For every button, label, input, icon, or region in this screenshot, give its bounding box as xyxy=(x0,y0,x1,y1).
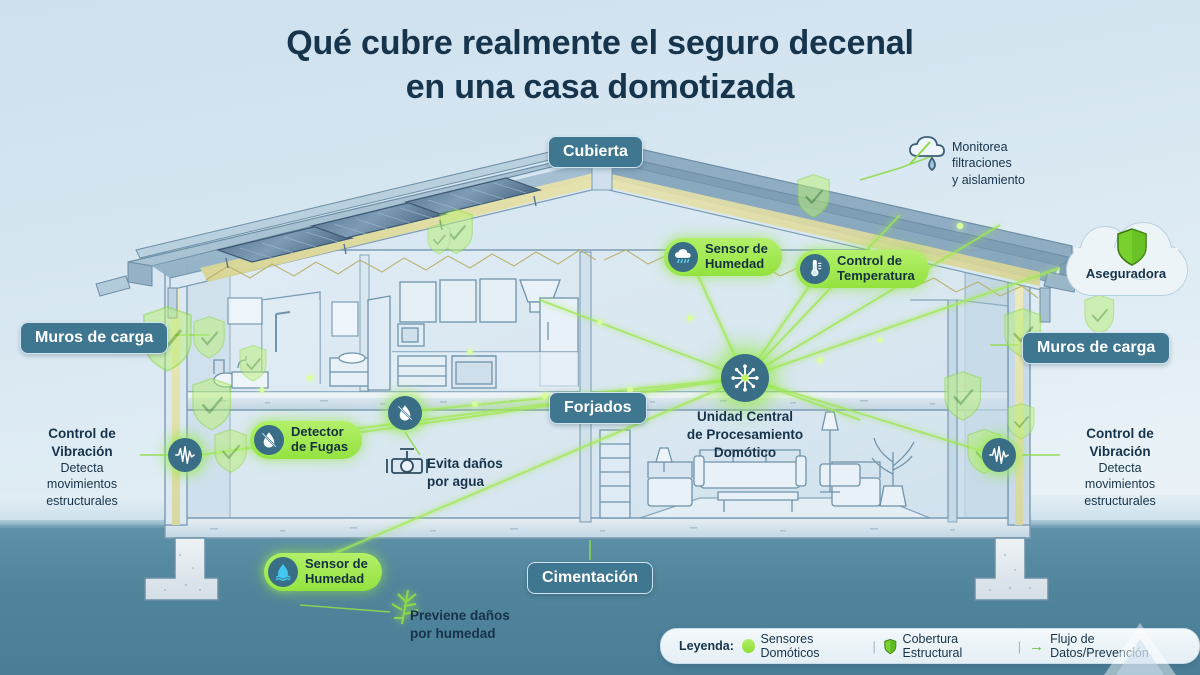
badge-cubierta[interactable]: Cubierta xyxy=(548,136,643,168)
sensor-pill-label: Control de Temperatura xyxy=(837,253,915,283)
badge-forjados[interactable]: Forjados xyxy=(549,392,647,424)
sensor-pill-detector-fugas[interactable]: Detector de Fugas xyxy=(250,421,363,459)
title-line-2: en una casa domotizada xyxy=(405,67,795,106)
legend-item-flujo: → Flujo de Datos/Prevención xyxy=(1029,632,1181,660)
roots-icon xyxy=(391,589,419,625)
shield-icon xyxy=(1007,402,1035,440)
beam-nodes xyxy=(259,222,964,427)
shield-icon xyxy=(427,223,451,255)
annotation-water-valve: Evita daños por agua xyxy=(427,456,503,489)
legend-item-label: Sensores Domóticos xyxy=(760,632,820,660)
legend-title: Leyenda: xyxy=(679,639,734,653)
green-dot-icon xyxy=(741,639,755,653)
legend-separator: | xyxy=(1017,638,1022,654)
badge-muros-carga-left[interactable]: Muros de carga xyxy=(20,322,169,354)
shield-icon xyxy=(1084,294,1115,335)
legend-item-cobertura: Cobertura Estructural xyxy=(884,632,1010,660)
legend-bar: Leyenda: Sensores Domóticos | Cobertura … xyxy=(660,628,1200,664)
leak-node-icon[interactable] xyxy=(388,396,422,430)
cloud-rain-drop-icon xyxy=(909,136,945,172)
sensor-pill-humedad-cubierta[interactable]: Sensor de Humedad xyxy=(664,238,782,276)
living-room-scene xyxy=(599,299,1009,519)
shield-icon xyxy=(797,173,830,218)
structural-shields xyxy=(143,173,1115,475)
network-hub-icon[interactable] xyxy=(721,354,769,402)
arrow-right-icon: → xyxy=(1029,637,1045,655)
annotation-humidity-roots: Previene daños por humedad xyxy=(410,608,510,641)
annotation-heading: Control de Vibración xyxy=(48,426,116,459)
page-title: Qué cubre realmente el seguro decenal en… xyxy=(0,22,1200,109)
sensor-pill-control-temperatura[interactable]: Control de Temperatura xyxy=(796,250,929,288)
hub-caption: Unidad Central de Procesamiento Domótico xyxy=(686,409,804,460)
corner-watermark xyxy=(1080,605,1200,675)
insurer-cloud-label: Aseguradora xyxy=(1085,266,1167,281)
sensor-pill-label: Detector de Fugas xyxy=(291,424,349,454)
annotation-heading: Control de Vibración xyxy=(1086,426,1154,459)
vibration-node-right-icon[interactable] xyxy=(982,438,1016,472)
rain-cloud-icon xyxy=(668,242,698,272)
insurer-cloud[interactable]: Aseguradora xyxy=(1066,222,1188,296)
vibration-node-left-icon[interactable] xyxy=(168,438,202,472)
title-line-1: Qué cubre realmente el seguro decenal xyxy=(286,24,914,62)
shield-icon xyxy=(239,344,267,382)
roof-assembly xyxy=(95,139,1079,323)
annotation-roof-monitor: Monitorea filtraciones y aislamiento xyxy=(952,140,1025,187)
annotation-vibration-right: Control de Vibración Detecta movimientos… xyxy=(1060,425,1180,509)
shield-icon xyxy=(193,316,225,359)
shield-icon xyxy=(884,638,897,654)
sensor-pill-humedad-cimentacion[interactable]: Sensor de Humedad xyxy=(264,553,382,591)
shield-icon xyxy=(944,371,982,421)
shield-icon xyxy=(1117,228,1147,266)
water-drop-icon xyxy=(268,557,298,587)
legend-item-label: Cobertura Estructural xyxy=(902,632,963,660)
thermometer-icon xyxy=(800,254,830,284)
leak-icon xyxy=(254,425,284,455)
shield-icon xyxy=(192,377,232,431)
badge-cimentacion[interactable]: Cimentación xyxy=(527,562,654,594)
annotation-vibration-left: Control de Vibración Detecta movimientos… xyxy=(24,425,140,509)
legend-item-label: Flujo de Datos/Prevención xyxy=(1050,632,1149,660)
legend-item-sensores: Sensores Domóticos xyxy=(741,632,865,660)
valve-icon xyxy=(386,448,428,474)
sensor-pill-label: Sensor de Humedad xyxy=(305,556,368,586)
shield-icon xyxy=(214,428,247,473)
solar-panels xyxy=(215,177,543,269)
badge-muros-carga-right[interactable]: Muros de carga xyxy=(1022,332,1171,364)
legend-separator: | xyxy=(872,638,876,654)
sensor-pill-label: Sensor de Humedad xyxy=(705,241,768,271)
